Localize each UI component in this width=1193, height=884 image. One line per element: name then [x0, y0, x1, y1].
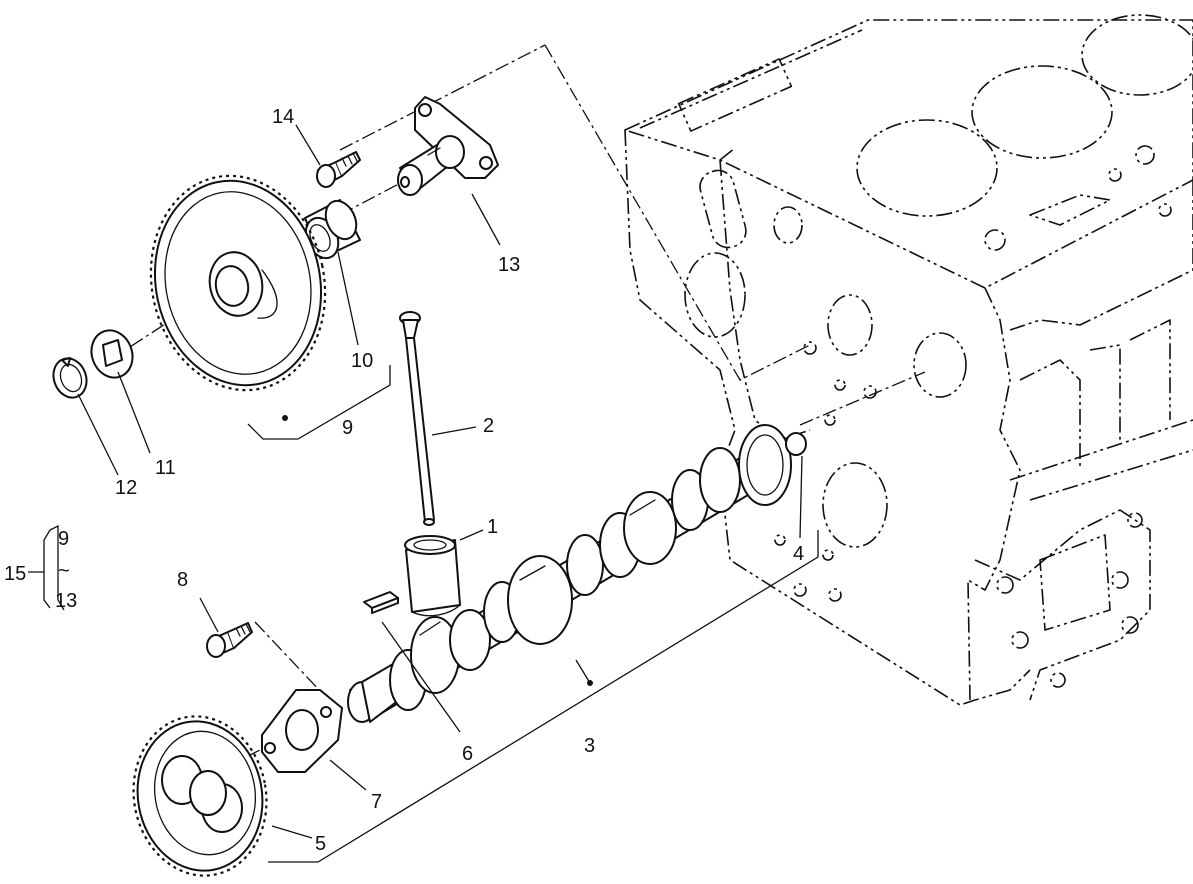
- callout-10: 10: [351, 350, 373, 372]
- callout-4: 4: [793, 543, 804, 565]
- callout-14: 14: [272, 106, 294, 128]
- callout-5: 5: [315, 833, 326, 855]
- cam-gear-5: [132, 715, 268, 877]
- plug-4: [785, 432, 807, 456]
- camshaft-3: [347, 424, 792, 723]
- callout-8: 8: [177, 569, 188, 591]
- key-6: [363, 591, 399, 614]
- assembly-centerlines: [109, 44, 926, 791]
- bolt-14: [316, 151, 361, 188]
- tappet-1: [404, 535, 461, 617]
- bolt-8: [206, 622, 253, 658]
- callout-13: 13: [498, 254, 520, 276]
- callout-2: 2: [483, 415, 494, 437]
- washer-11: [90, 329, 134, 379]
- callout-1: 1: [487, 516, 498, 538]
- callout-15: 15: [4, 563, 26, 585]
- callout-11: 11: [155, 457, 176, 479]
- callout-labels: 1 2 3 4 5 6 7 8 9 10 11 12 13 14 15 9 ~ …: [4, 106, 804, 855]
- callout-3: 3: [584, 735, 595, 757]
- engine-block-outline: [624, 14, 1193, 706]
- callout-6: 6: [462, 743, 473, 765]
- callout-7: 7: [371, 791, 382, 813]
- range-to-label: 13: [55, 590, 77, 612]
- idler-shaft-13: [397, 96, 499, 196]
- push-rod-2: [399, 311, 435, 526]
- range-from-label: 9: [58, 528, 69, 550]
- circlip-12: [52, 357, 88, 399]
- thrust-plate-7: [261, 689, 343, 773]
- idler-gear-9: [149, 174, 327, 392]
- range-tilde: ~: [58, 560, 70, 582]
- callout-12: 12: [115, 477, 137, 499]
- leader-lines: [28, 124, 819, 863]
- callout-9: 9: [342, 417, 353, 439]
